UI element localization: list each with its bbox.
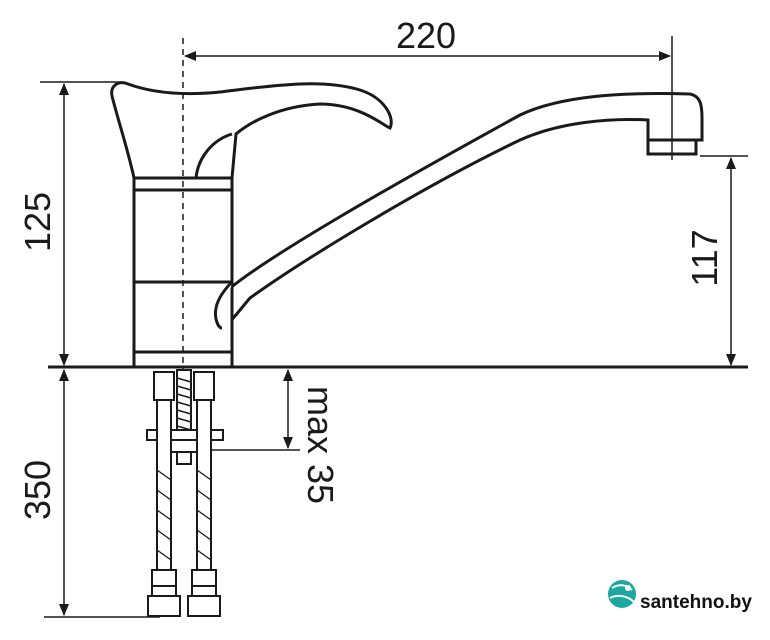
spout-joint (214, 280, 234, 330)
brand-logo: santehno.by (608, 580, 752, 613)
lever-inner-curve (194, 132, 233, 179)
dim-220-label: 220 (396, 15, 456, 56)
dim-max35-label: max 35 (300, 386, 341, 504)
lever-handle (110, 81, 393, 180)
rod-end (176, 451, 192, 465)
hose-left (147, 371, 181, 617)
globe-icon (608, 580, 636, 608)
dim-350-label: 350 (17, 460, 58, 520)
dim-117-label: 117 (684, 229, 725, 286)
brand-name: santehno.by (640, 592, 752, 613)
spout (213, 92, 704, 330)
dim-125-label: 125 (17, 192, 58, 252)
hose-right (187, 371, 221, 617)
rod-thread (176, 377, 192, 431)
